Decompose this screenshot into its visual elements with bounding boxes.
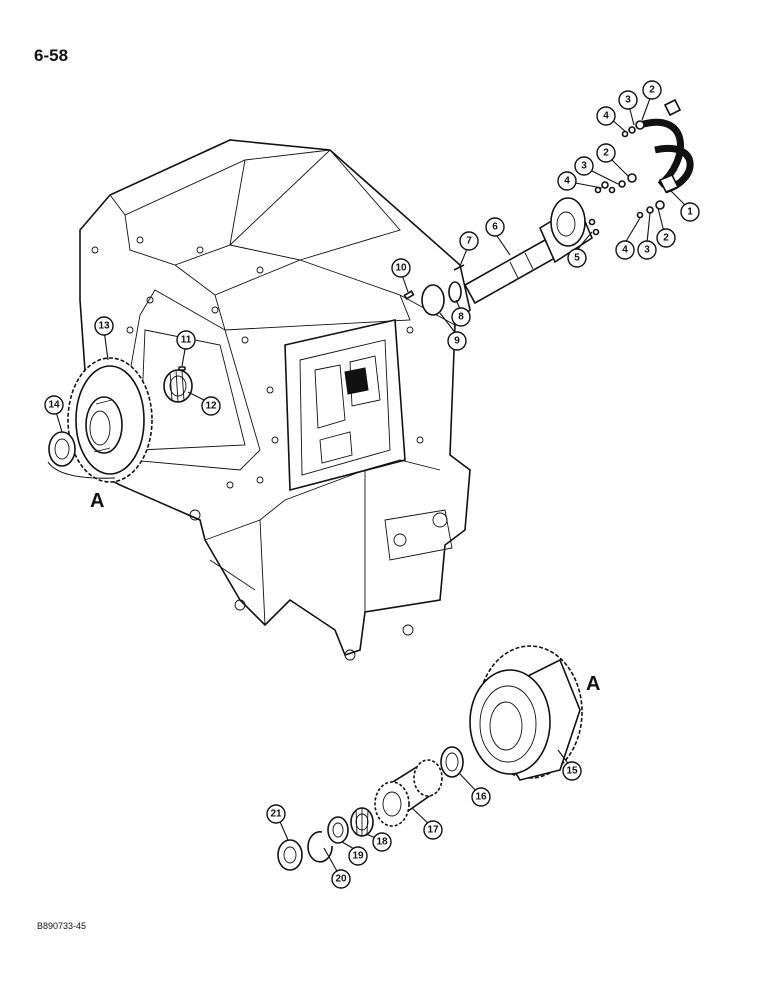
svg-text:4: 4 (603, 111, 609, 122)
washer-19 (327, 816, 349, 844)
group-bracket-a-upper (47, 461, 116, 479)
svg-text:21: 21 (270, 809, 282, 820)
hose-assembly-1 (638, 98, 694, 194)
svg-text:16: 16 (475, 792, 487, 803)
callout-10: 10 (391, 258, 411, 278)
callout-14: 14 (44, 395, 64, 415)
callout-17: 17 (423, 820, 443, 840)
callout-7: 7 (459, 231, 479, 251)
seal-ring-8 (448, 281, 462, 303)
callout-2: 2 (596, 143, 616, 163)
page-number: 6-58 (34, 46, 69, 65)
ref-letter-a-lower: A (586, 673, 600, 695)
ref-letter-a-upper: A (90, 490, 104, 512)
callout-6: 6 (485, 217, 505, 237)
svg-text:3: 3 (581, 161, 587, 172)
callout-2: 2 (642, 80, 662, 100)
svg-text:12: 12 (205, 401, 217, 412)
svg-text:3: 3 (625, 95, 631, 106)
callout-5: 5 (567, 248, 587, 268)
washer-21 (277, 839, 303, 871)
fittings-2-3-4 (588, 120, 665, 236)
svg-text:9: 9 (454, 336, 460, 347)
svg-text:3: 3 (644, 245, 650, 256)
svg-text:2: 2 (649, 85, 655, 96)
svg-text:19: 19 (352, 851, 364, 862)
gear-17 (374, 759, 443, 827)
svg-text:7: 7 (466, 236, 472, 247)
callout-8: 8 (451, 307, 471, 327)
washer-16 (440, 746, 464, 778)
callout-11: 11 (176, 330, 196, 350)
callout-16: 16 (471, 787, 491, 807)
callout-20: 20 (331, 869, 351, 889)
dowel-pin-10 (403, 290, 415, 300)
svg-text:15: 15 (566, 766, 578, 777)
callout-3: 3 (637, 240, 657, 260)
svg-text:14: 14 (48, 400, 60, 411)
svg-text:20: 20 (335, 874, 347, 885)
callout-9: 9 (447, 331, 467, 351)
svg-text:13: 13 (98, 321, 110, 332)
callout-4: 4 (557, 171, 577, 191)
svg-text:4: 4 (564, 176, 570, 187)
svg-text:10: 10 (395, 263, 407, 274)
svg-text:1: 1 (687, 207, 693, 218)
callout-2: 2 (656, 228, 676, 248)
svg-text:4: 4 (622, 245, 628, 256)
svg-text:2: 2 (603, 148, 609, 159)
shaft-6 (463, 197, 593, 305)
callout-12: 12 (201, 396, 221, 416)
snap-ring-20 (307, 831, 333, 863)
callout-3: 3 (618, 90, 638, 110)
callout-4: 4 (615, 240, 635, 260)
callout-1: 1 (680, 202, 700, 222)
figure-code: B890733-45 (37, 921, 87, 931)
clutch-drum-15 (469, 645, 583, 781)
callout-19: 19 (348, 846, 368, 866)
o-ring-9 (421, 284, 445, 316)
callout-15: 15 (562, 761, 582, 781)
svg-text:6: 6 (492, 222, 498, 233)
svg-text:5: 5 (574, 253, 580, 264)
svg-text:17: 17 (427, 825, 439, 836)
callout-13: 13 (94, 316, 114, 336)
callout-21: 21 (266, 804, 286, 824)
seal-ring-7 (453, 264, 465, 271)
svg-text:18: 18 (376, 837, 388, 848)
svg-text:8: 8 (458, 312, 464, 323)
transmission-housing (79, 139, 471, 661)
callout-4: 4 (596, 106, 616, 126)
bearing-12 (163, 369, 193, 403)
thrust-washer-14 (48, 431, 76, 467)
bearing-18 (350, 807, 374, 837)
callout-18: 18 (372, 832, 392, 852)
svg-text:2: 2 (663, 233, 669, 244)
gear-13 (67, 357, 153, 483)
svg-text:11: 11 (181, 335, 192, 346)
callout-3: 3 (574, 156, 594, 176)
pin-11 (178, 366, 186, 371)
